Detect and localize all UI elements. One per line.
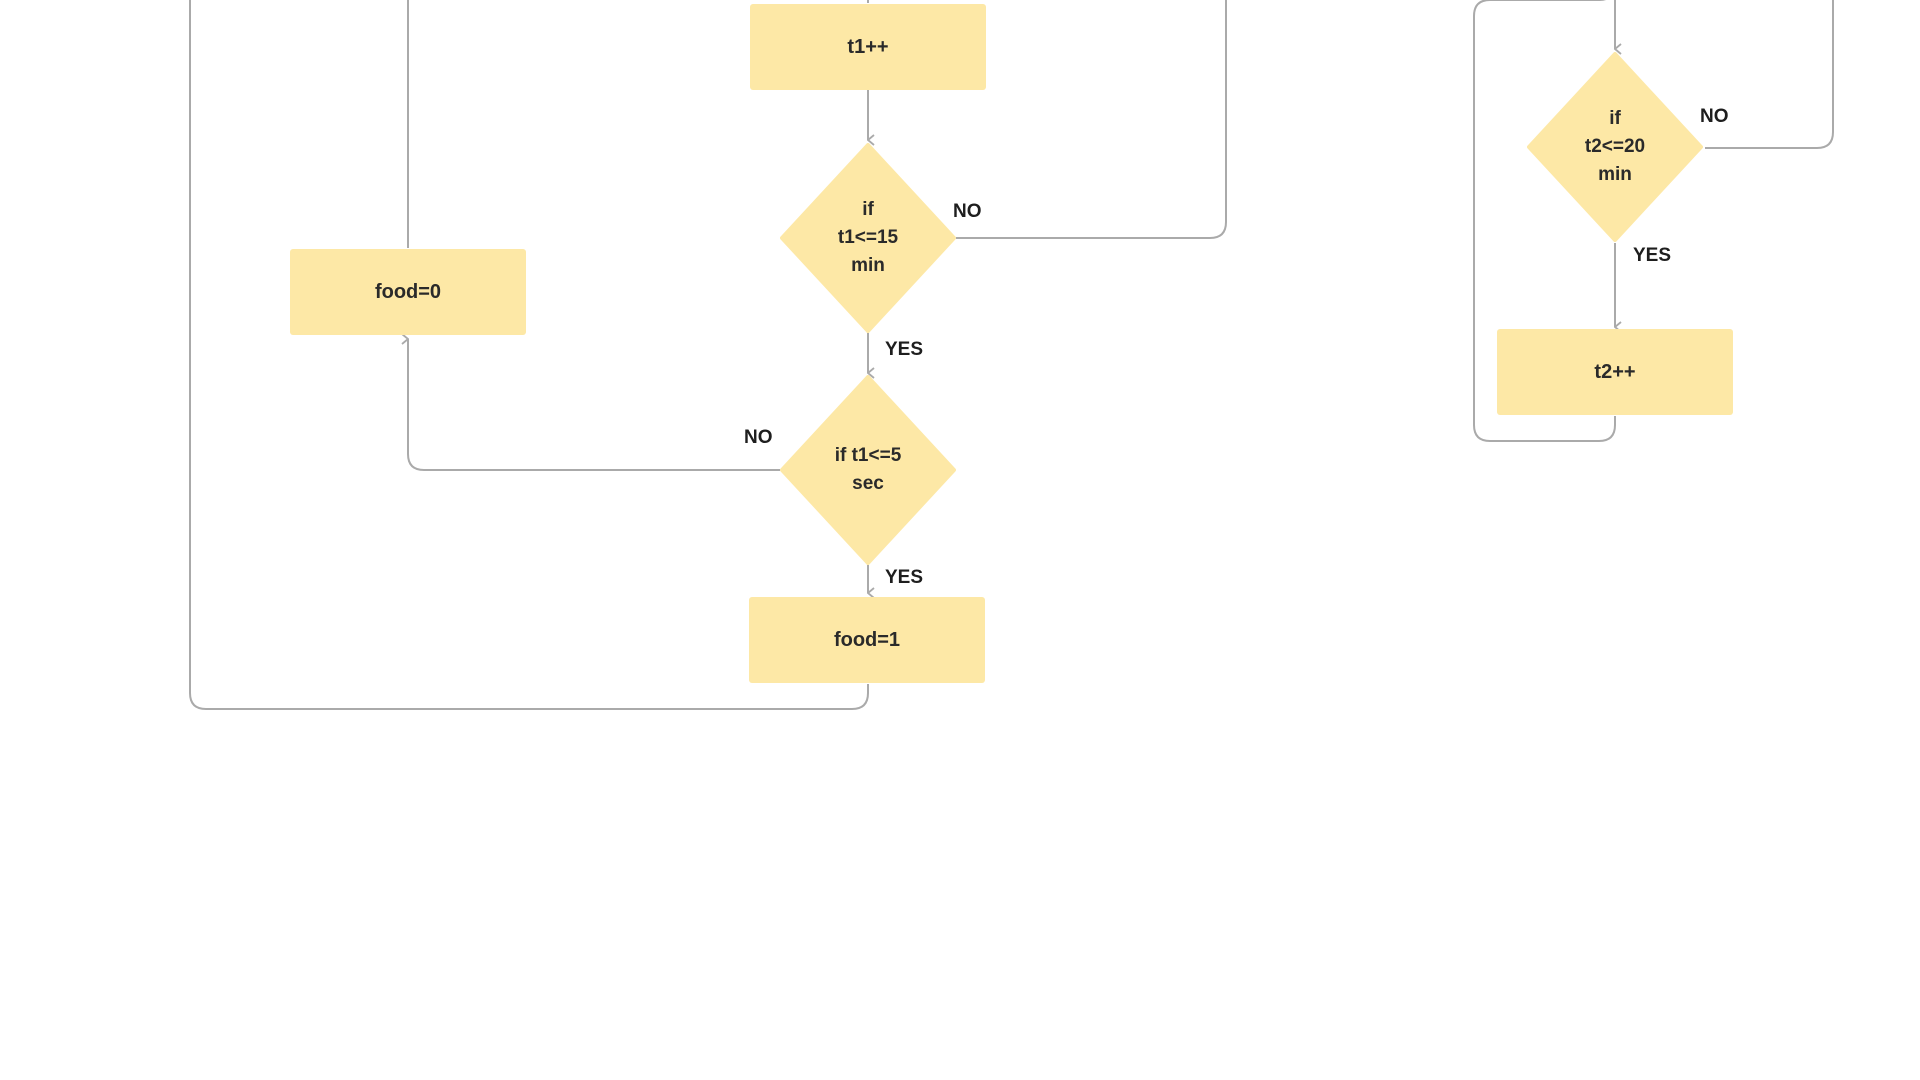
process-t1-increment[interactable]: t1++	[750, 4, 986, 90]
edge-label-yes-t1-15: YES	[885, 339, 924, 360]
process-t2-increment-label: t2++	[1594, 360, 1636, 383]
process-food-zero[interactable]: food=0	[290, 249, 526, 335]
edge-label-yes-t1-5: YES	[885, 567, 924, 588]
connector-food1-loop	[189, 0, 869, 710]
decision-t2-le-20-min[interactable]: if t2<=20 min	[1527, 52, 1703, 242]
decision-t2-le-20-min-label: if t2<=20 min	[1584, 108, 1646, 185]
connector-if-t1-15-no	[956, 0, 1227, 239]
decision-diamond-shape	[780, 375, 956, 565]
edge-label-no-t2-20: NO	[1700, 106, 1729, 127]
edge-label-no-t1-15: NO	[953, 201, 982, 222]
process-t2-increment[interactable]: t2++	[1497, 329, 1733, 415]
process-food-one-label: food=1	[833, 628, 901, 651]
edge-label-yes-t2-20: YES	[1633, 245, 1672, 266]
decision-t1-le-5-sec[interactable]: if t1<=5 sec	[780, 375, 956, 565]
connector-if-t2-20-no	[1705, 0, 1834, 149]
decision-diamond-shape	[780, 143, 956, 333]
decision-t1-le-15-min[interactable]: if t1<=15 min	[780, 143, 956, 333]
process-food-one[interactable]: food=1	[749, 597, 985, 683]
process-food-zero-label: food=0	[374, 280, 442, 303]
process-t1-increment-label: t1++	[847, 35, 889, 58]
edge-label-no-t1-5: NO	[744, 427, 773, 448]
decision-diamond-shape	[1527, 52, 1703, 242]
decision-t1-le-15-min-label: if t1<=15 min	[837, 199, 899, 276]
connector-if-t1-5-no	[408, 339, 780, 471]
decision-t1-le-5-sec-label: if t1<=5 sec	[834, 445, 902, 494]
connector-t2-inc-loop	[1473, 0, 1616, 442]
